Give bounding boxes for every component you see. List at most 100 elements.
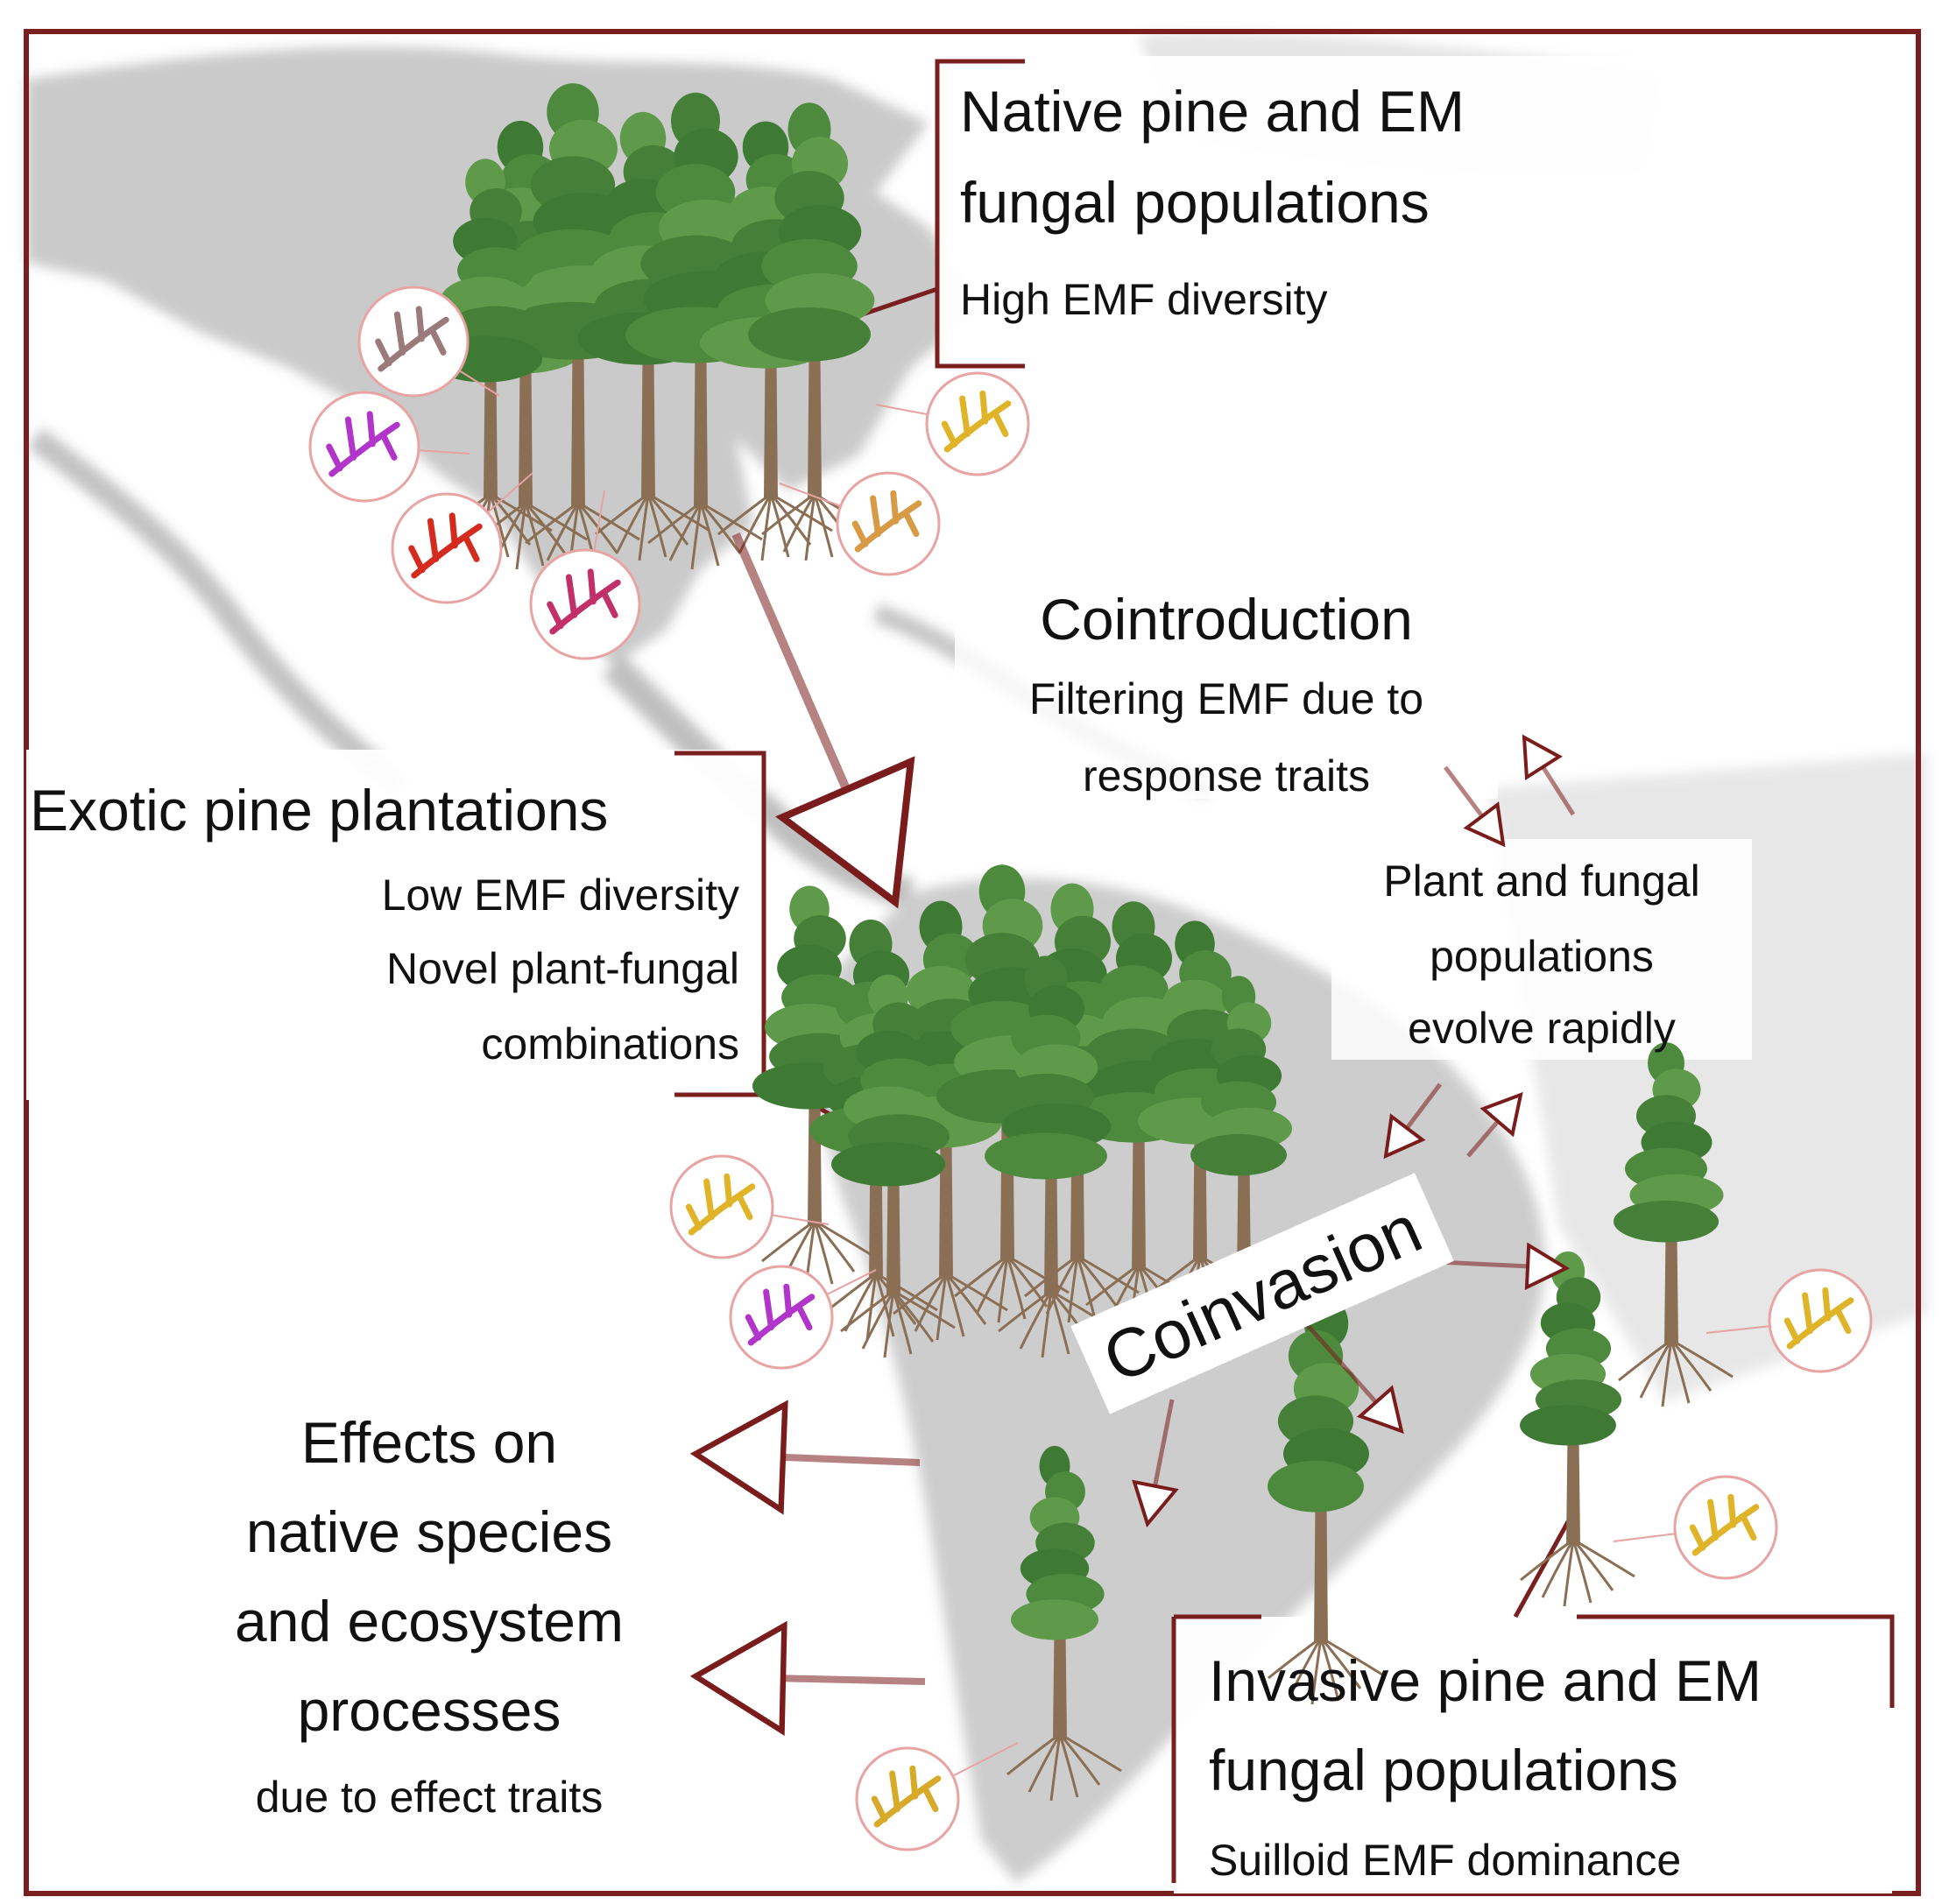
exotic-line3: combinations — [481, 1019, 739, 1068]
tree-root — [1571, 1539, 1614, 1591]
evolve-arrow-down-shaft — [1405, 1082, 1442, 1130]
mycorrhiza-circle — [357, 286, 500, 398]
effects-line1: Effects on — [300, 1410, 558, 1475]
mycorrhiza-circle — [308, 391, 470, 503]
tree-root — [489, 493, 532, 546]
cointroduction-line1: Filtering EMF due to — [1028, 674, 1424, 723]
mycorrhiza-circle — [729, 1265, 877, 1370]
evolve-arrow-up-head — [1479, 1091, 1523, 1138]
tree-root — [892, 1290, 935, 1343]
tree-foliage — [1614, 1200, 1719, 1243]
tree-root — [1006, 1254, 1070, 1294]
cointroduction-line2: response traits — [1083, 751, 1370, 800]
effects-arrow-upper-shaft — [782, 1453, 921, 1466]
root-tips — [408, 512, 483, 579]
tree-root — [892, 1290, 913, 1355]
tree-root — [646, 493, 667, 558]
tree-root — [1077, 1254, 1140, 1294]
tree-root — [699, 502, 720, 567]
native-subtitle: High EMF diversity — [960, 275, 1328, 324]
root-tips — [745, 1283, 816, 1346]
root-tips — [871, 1765, 942, 1828]
tree-root — [804, 493, 816, 561]
invasive-label-box — [1174, 1617, 1892, 1893]
tree-root — [998, 1289, 1052, 1333]
tree-root — [1058, 1733, 1079, 1798]
tree-root — [1520, 1538, 1574, 1582]
tree-foliage — [1268, 1460, 1364, 1513]
tree-root — [936, 1273, 948, 1341]
tree-root — [875, 1272, 938, 1312]
tree-root — [690, 502, 703, 570]
migration-arrow-head — [775, 756, 915, 909]
tree-root — [893, 1289, 956, 1329]
pine-tree — [1520, 1251, 1635, 1607]
effects-arrow-upper-head — [689, 1400, 788, 1515]
filter-arrow-down-head — [1463, 801, 1506, 848]
root-tips — [375, 306, 449, 372]
effects-arrow-upper — [689, 1400, 921, 1515]
tree-root — [489, 493, 510, 558]
arrow-layer — [689, 532, 1576, 1736]
tree-root — [638, 493, 650, 561]
tree-root — [1268, 1636, 1322, 1680]
tree-root — [1049, 1290, 1070, 1355]
root-tips — [326, 411, 400, 477]
tree-root — [944, 1273, 965, 1337]
evolution-line1: Plant and fungal — [1383, 857, 1700, 906]
root-tips — [851, 490, 922, 553]
cointroduction-title: Cointroduction — [1040, 587, 1413, 652]
tree-foliage — [831, 1142, 945, 1187]
spread-arrow-southeast-shaft — [1303, 1321, 1378, 1404]
tree-root — [525, 501, 579, 545]
native-bracket — [935, 59, 1025, 369]
invasive-subtitle: Suilloid EMF dominance — [1209, 1836, 1682, 1885]
tree-foliage — [1011, 1599, 1098, 1640]
filter-arrow-up — [1522, 734, 1576, 816]
pine-tree — [831, 974, 956, 1358]
spread-arrow-south-head — [1132, 1479, 1179, 1528]
tree-root — [616, 493, 650, 553]
tree-root — [1670, 1339, 1712, 1392]
spread-arrow-south-shaft — [1153, 1399, 1175, 1487]
root-tips — [1783, 1287, 1854, 1350]
native-title-line1: Native pine and EM — [960, 79, 1465, 144]
tree-root — [595, 492, 649, 536]
tree-root — [717, 492, 772, 536]
root-tips — [685, 1173, 756, 1236]
tree-root — [840, 1289, 894, 1333]
effects-line5: due to effect traits — [255, 1773, 604, 1822]
tree-root — [813, 1220, 856, 1273]
invasive-title-line1: Invasive pine and EM — [1209, 1648, 1762, 1713]
tree-root — [524, 502, 545, 567]
spread-arrow-southeast-head — [1357, 1385, 1404, 1435]
effects-arrow-lower-head — [689, 1620, 787, 1736]
invasive-bracket — [1171, 1614, 1895, 1883]
migration-arrow-shaft — [731, 532, 851, 792]
evolution-line3: evolve rapidly — [1408, 1004, 1676, 1053]
tree-root — [1049, 1733, 1062, 1802]
mycorrhiza-circle — [779, 471, 941, 576]
migration-arrow — [731, 532, 915, 909]
tree-root — [647, 492, 710, 532]
invasive-leader — [1513, 1517, 1572, 1618]
tree-root — [646, 493, 689, 546]
pine-tree — [1006, 1445, 1122, 1802]
effects-label-box — [166, 1398, 692, 1836]
tree-root — [782, 493, 816, 553]
tree-root — [490, 492, 553, 532]
exotic-line1: Low EMF diversity — [381, 871, 739, 920]
tree-root — [1618, 1338, 1672, 1382]
tree-root — [1076, 1255, 1119, 1308]
cointroduction-label-box — [955, 569, 1498, 799]
tree-root — [1571, 1539, 1592, 1604]
tree-root — [769, 493, 812, 546]
tree-root — [1059, 1732, 1122, 1773]
mycorrhiza-circle — [669, 1154, 830, 1259]
effects-line2: native species — [245, 1499, 613, 1564]
tree-root — [1041, 1290, 1053, 1358]
exotic-title: Exotic pine plantations — [30, 778, 609, 843]
tree-root — [1563, 1539, 1575, 1607]
tree-foliage — [1520, 1405, 1616, 1446]
